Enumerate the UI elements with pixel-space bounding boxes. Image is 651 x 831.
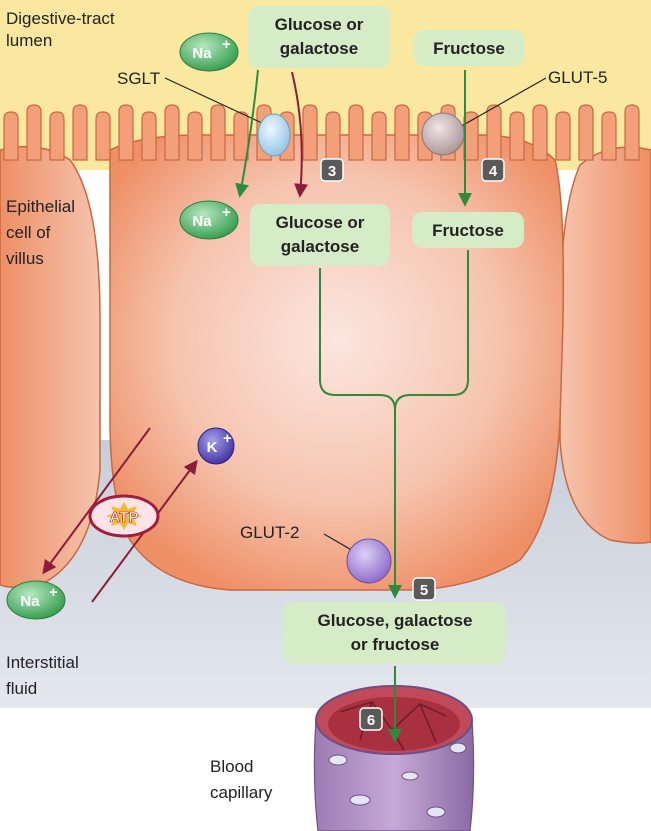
microvillus <box>463 111 479 161</box>
microvillus <box>141 111 157 161</box>
na-ion-lumen: Na + <box>179 32 239 72</box>
box-fructose-mid <box>412 212 524 248</box>
microvillus <box>578 104 594 161</box>
box-fructose-mid-text: Fructose <box>432 221 504 240</box>
microvillus <box>325 111 341 161</box>
k-ion-sup: + <box>223 430 232 447</box>
glut5-label: GLUT-5 <box>548 68 608 87</box>
na-ion-lumen-text: Na <box>192 45 212 62</box>
microvillus <box>624 104 640 161</box>
box-combined-line1: Glucose, galactose <box>318 611 473 630</box>
path-fructose-merge <box>394 250 469 411</box>
microvillus <box>164 104 180 161</box>
arrow-glucose-sglt <box>291 71 308 198</box>
microvillus <box>187 111 203 161</box>
atp-badge: ATP <box>88 494 160 538</box>
step-badge-4-text: 4 <box>489 163 498 180</box>
arrow-na-sglt <box>235 69 259 198</box>
box-fructose-top-text: Fructose <box>433 39 505 58</box>
sglt-transporter <box>257 113 291 157</box>
box-glucose-top-line1: Glucose or <box>275 15 364 34</box>
interstitial-label-line1: Interstitial <box>6 653 79 672</box>
epithelial-label-line3: villus <box>6 249 44 268</box>
na-ion-lumen-sup: + <box>222 36 231 53</box>
sglt-label: SGLT <box>117 69 160 88</box>
microvillus <box>555 111 571 161</box>
capillary-label-line1: Blood <box>210 757 253 776</box>
glut2-transporter <box>346 538 392 584</box>
box-glucose-mid <box>250 204 390 266</box>
step-badge-6-text: 6 <box>367 712 375 729</box>
microvillus <box>49 111 65 161</box>
path-glucose-merge <box>319 268 396 411</box>
microvillus <box>118 104 134 161</box>
microvillus <box>486 104 502 161</box>
step-badge-3: 3 <box>320 158 344 182</box>
box-fructose-top <box>414 30 524 66</box>
right-cell <box>559 146 651 544</box>
microvillus <box>210 104 226 161</box>
atp-text: ATP <box>110 509 139 526</box>
capillary-label-line2: capillary <box>210 783 273 802</box>
epithelial-label-line2: cell of <box>6 223 51 242</box>
microvillus <box>3 111 19 161</box>
box-glucose-mid-line1: Glucose or <box>276 213 365 232</box>
k-ion: K + <box>197 427 235 465</box>
glut2-label: GLUT-2 <box>240 523 300 542</box>
k-ion-text: K <box>207 439 218 456</box>
glut5-transporter <box>421 112 465 156</box>
box-glucose-top-line2: galactose <box>280 39 358 58</box>
box-combined <box>284 602 506 664</box>
step-badge-5: 5 <box>412 577 436 601</box>
lumen-label-line2: lumen <box>6 31 52 50</box>
step-badge-4: 4 <box>481 158 505 182</box>
step-badge-3-text: 3 <box>328 163 336 180</box>
na-ion-cell-text: Na <box>192 213 212 230</box>
glut5-leader <box>457 77 547 129</box>
microvillus <box>601 111 617 161</box>
step-badge-6: 6 <box>359 707 383 731</box>
box-glucose-mid-line2: galactose <box>281 237 359 256</box>
na-ion-interstitial-sup: + <box>49 584 58 601</box>
microvillus <box>371 111 387 161</box>
glut2-leader <box>323 533 356 553</box>
microvillus <box>95 111 111 161</box>
na-ion-interstitial-text: Na <box>20 593 40 610</box>
microvillus <box>302 104 318 161</box>
box-glucose-top <box>248 6 390 68</box>
microvillus <box>348 104 364 161</box>
step-badge-5-text: 5 <box>420 582 428 599</box>
microvillus <box>532 104 548 161</box>
na-ion-cell-sup: + <box>222 204 231 221</box>
microvillus <box>72 104 88 161</box>
sglt-leader <box>164 77 263 124</box>
interstitial-label-line2: fluid <box>6 679 37 698</box>
box-combined-line2: or fructose <box>351 635 440 654</box>
microvillus <box>26 104 42 161</box>
arrow-na-out <box>42 427 151 575</box>
na-ion-interstitial: Na + <box>6 580 66 620</box>
na-ion-cell: Na + <box>179 200 239 240</box>
microvillus <box>394 104 410 161</box>
microvillus <box>233 111 249 161</box>
lumen-label-line1: Digestive-tract <box>6 9 115 28</box>
microvillus <box>509 111 525 161</box>
epithelial-label-line1: Epithelial <box>6 197 75 216</box>
epithelial-cell <box>109 134 565 591</box>
